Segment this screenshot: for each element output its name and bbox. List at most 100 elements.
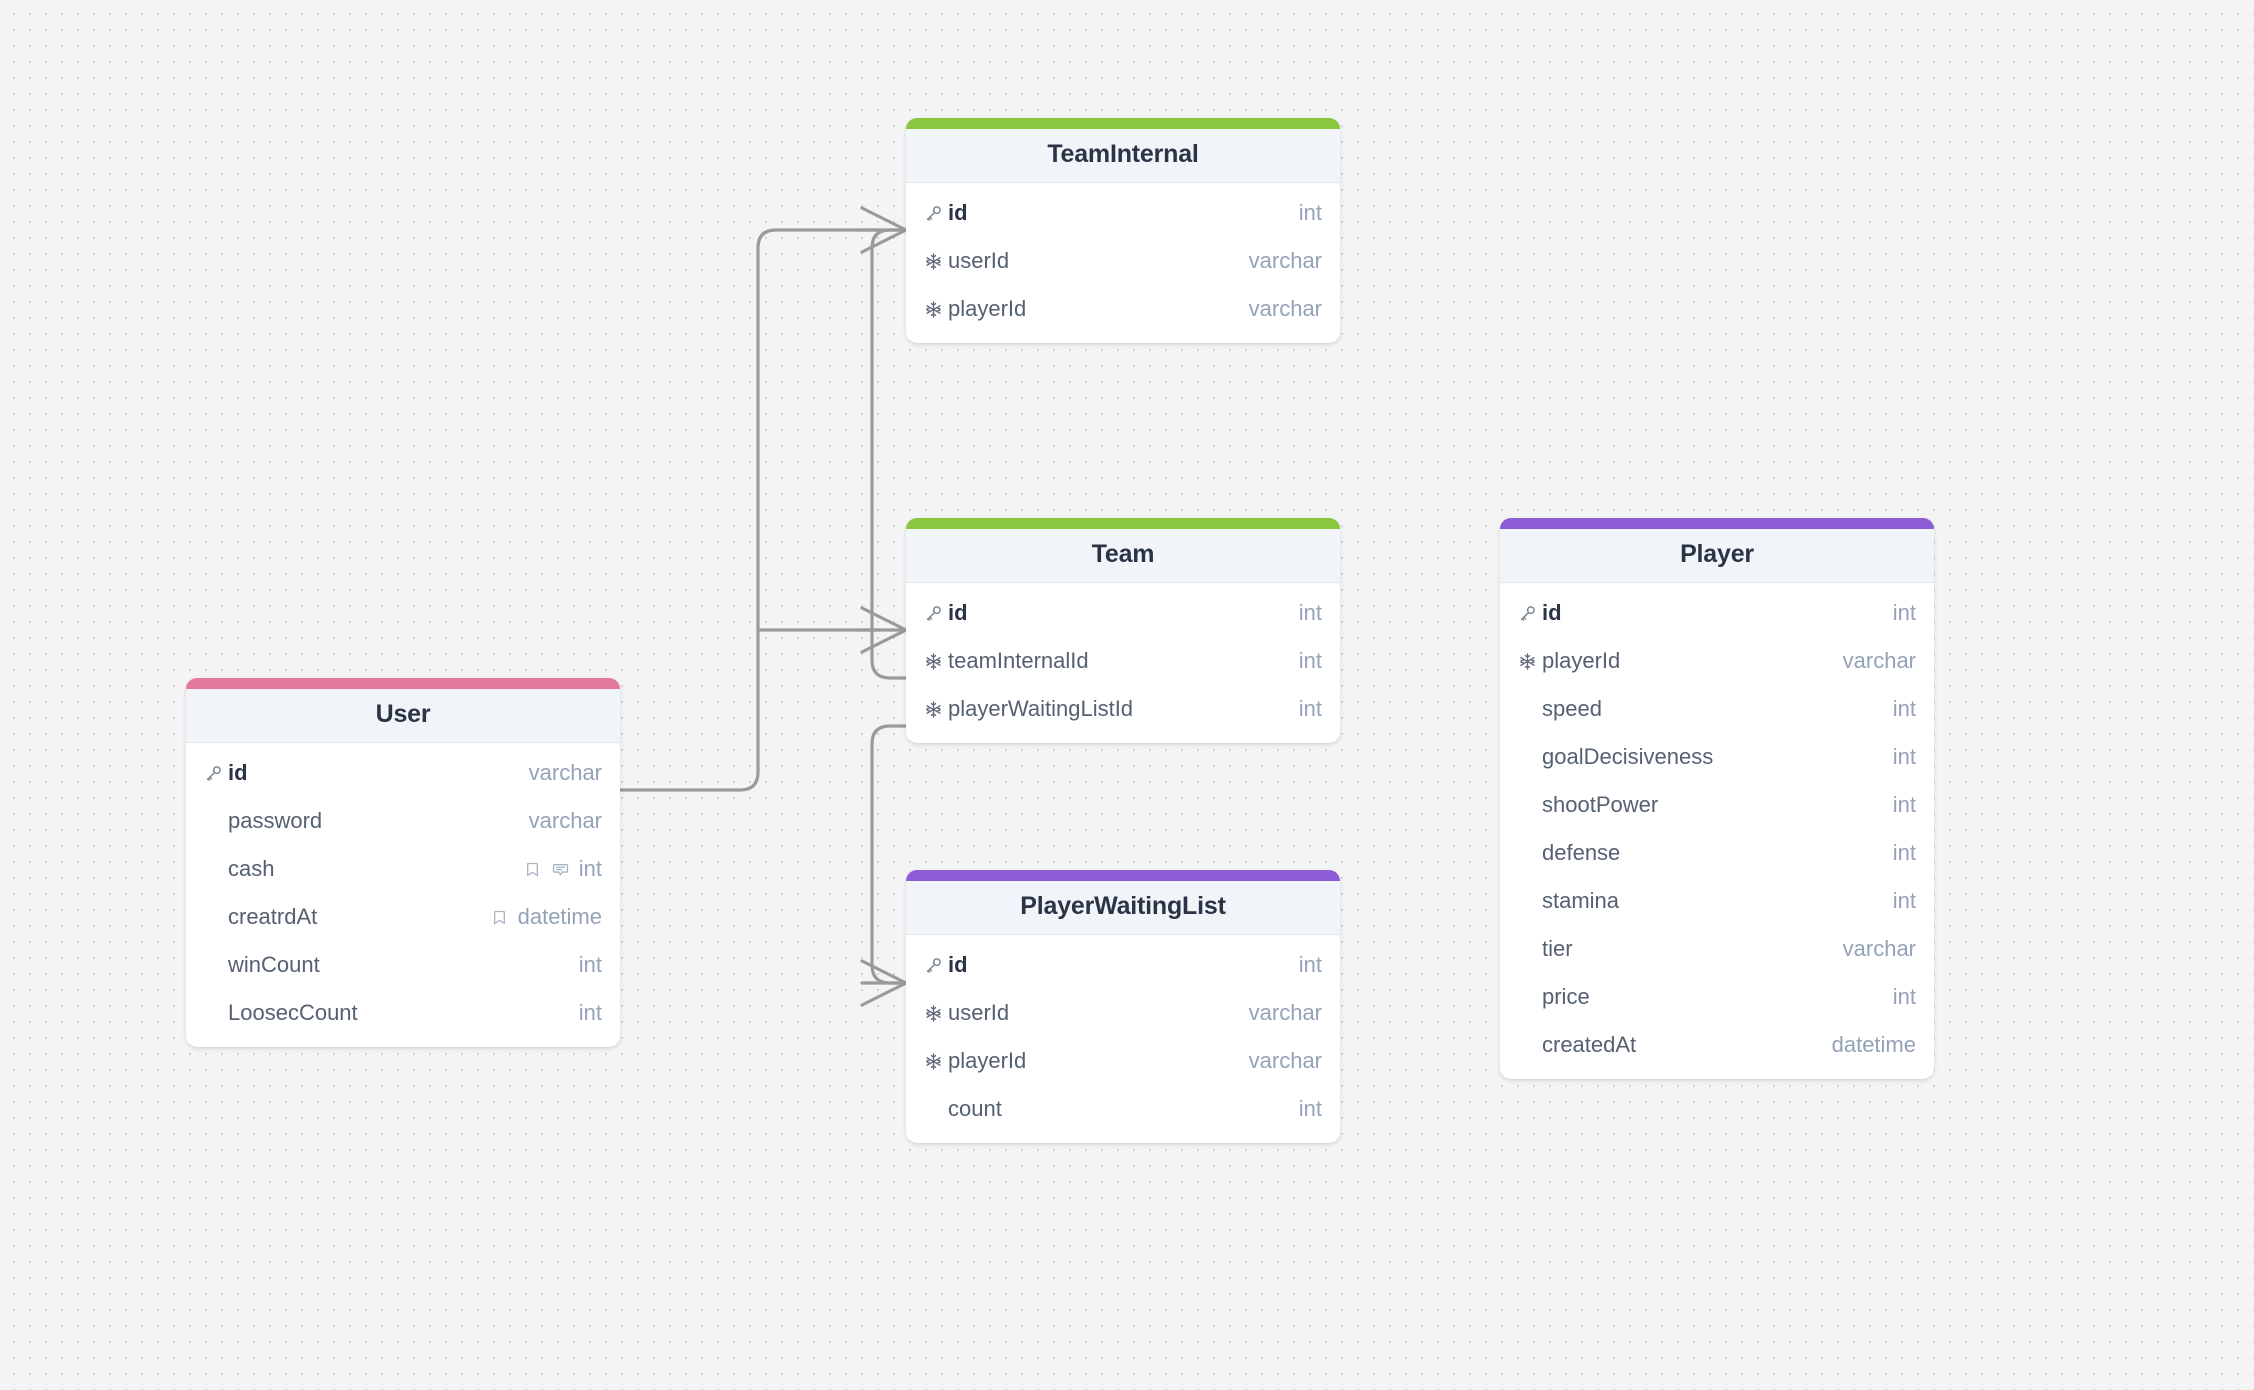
field-right: int <box>1893 840 1916 866</box>
field-row[interactable]: stamina int <box>1500 877 1934 925</box>
table-header[interactable]: PlayerWaitingList <box>906 881 1340 935</box>
table-accent-bar <box>906 118 1340 129</box>
edge-user-teaminternal <box>618 228 882 792</box>
crowsfoot-teaminternal-id <box>860 206 908 254</box>
field-left: winCount <box>202 952 565 978</box>
field-row[interactable]: price int <box>1500 973 1934 1021</box>
field-row[interactable]: defense int <box>1500 829 1934 877</box>
field-name: LoosecCount <box>228 1000 358 1025</box>
field-type: int <box>1892 696 1916 721</box>
field-left: id <box>922 952 1285 978</box>
field-name: price <box>1542 984 1590 1009</box>
field-row[interactable]: playerId varchar <box>906 1037 1340 1085</box>
field-right: int <box>579 952 602 978</box>
table-header[interactable]: TeamInternal <box>906 129 1340 183</box>
field-left: id <box>922 600 1285 626</box>
field-type: int <box>578 856 602 881</box>
field-left: LoosecCount <box>202 1000 565 1026</box>
field-name: speed <box>1542 696 1602 721</box>
field-right: varchar <box>1249 1000 1322 1026</box>
snowflake-icon <box>922 698 944 720</box>
field-right: varchar <box>1843 936 1916 962</box>
field-row[interactable]: shootPower int <box>1500 781 1934 829</box>
crowsfoot-playerwaitinglist-id <box>860 959 908 1007</box>
field-row[interactable]: LoosecCount int <box>186 989 620 1037</box>
field-right: varchar <box>1249 1048 1322 1074</box>
snowflake-icon <box>922 1050 944 1072</box>
field-left: createdAt <box>1516 1032 1818 1058</box>
key-icon <box>1516 602 1538 624</box>
field-name: creatrdAt <box>228 904 318 929</box>
field-name: shootPower <box>1542 792 1659 817</box>
field-row[interactable]: userId varchar <box>906 989 1340 1037</box>
field-left: playerId <box>922 1048 1235 1074</box>
field-type: int <box>1298 200 1322 225</box>
field-left: userId <box>922 248 1235 274</box>
key-icon <box>922 602 944 624</box>
edge-team-teaminternal <box>870 228 908 680</box>
field-row[interactable]: winCount int <box>186 941 620 989</box>
field-left: creatrdAt <box>202 904 476 930</box>
bookmark-icon <box>523 859 543 879</box>
bookmark-icon <box>490 907 510 927</box>
table-header[interactable]: Team <box>906 529 1340 583</box>
table-header[interactable]: User <box>186 689 620 743</box>
field-name: id <box>1542 600 1562 625</box>
table-title: Player <box>1680 540 1754 568</box>
field-right: int <box>1893 888 1916 914</box>
field-name: id <box>228 760 248 785</box>
table-header[interactable]: Player <box>1500 529 1934 583</box>
field-name: createdAt <box>1542 1032 1637 1057</box>
field-row[interactable]: speed int <box>1500 685 1934 733</box>
field-left: count <box>922 1096 1285 1122</box>
field-type: int <box>578 952 602 977</box>
field-type: int <box>1892 744 1916 769</box>
field-right: varchar <box>1249 296 1322 322</box>
field-right: int <box>1893 792 1916 818</box>
field-type: int <box>578 1000 602 1025</box>
field-row[interactable]: cash int <box>186 845 620 893</box>
field-left: userId <box>922 1000 1235 1026</box>
field-left: stamina <box>1516 888 1879 914</box>
field-type: int <box>1298 648 1322 673</box>
field-left: defense <box>1516 840 1879 866</box>
table-title: PlayerWaitingList <box>1020 892 1226 920</box>
field-name: winCount <box>228 952 320 977</box>
field-name: teamInternalId <box>948 648 1089 673</box>
field-left: teamInternalId <box>922 648 1285 674</box>
field-type: int <box>1892 888 1916 913</box>
field-type: int <box>1298 952 1322 977</box>
field-left: speed <box>1516 696 1879 722</box>
field-type: varchar <box>1248 1048 1322 1073</box>
key-icon <box>922 202 944 224</box>
field-type: varchar <box>1842 648 1916 673</box>
field-type: int <box>1892 792 1916 817</box>
edge-team-playerwaitinglist <box>870 724 908 985</box>
field-right: int <box>1893 984 1916 1010</box>
field-row[interactable]: creatrdAt datetime <box>186 893 620 941</box>
field-row[interactable]: teamInternalId int <box>906 637 1340 685</box>
field-right: int <box>1299 648 1322 674</box>
